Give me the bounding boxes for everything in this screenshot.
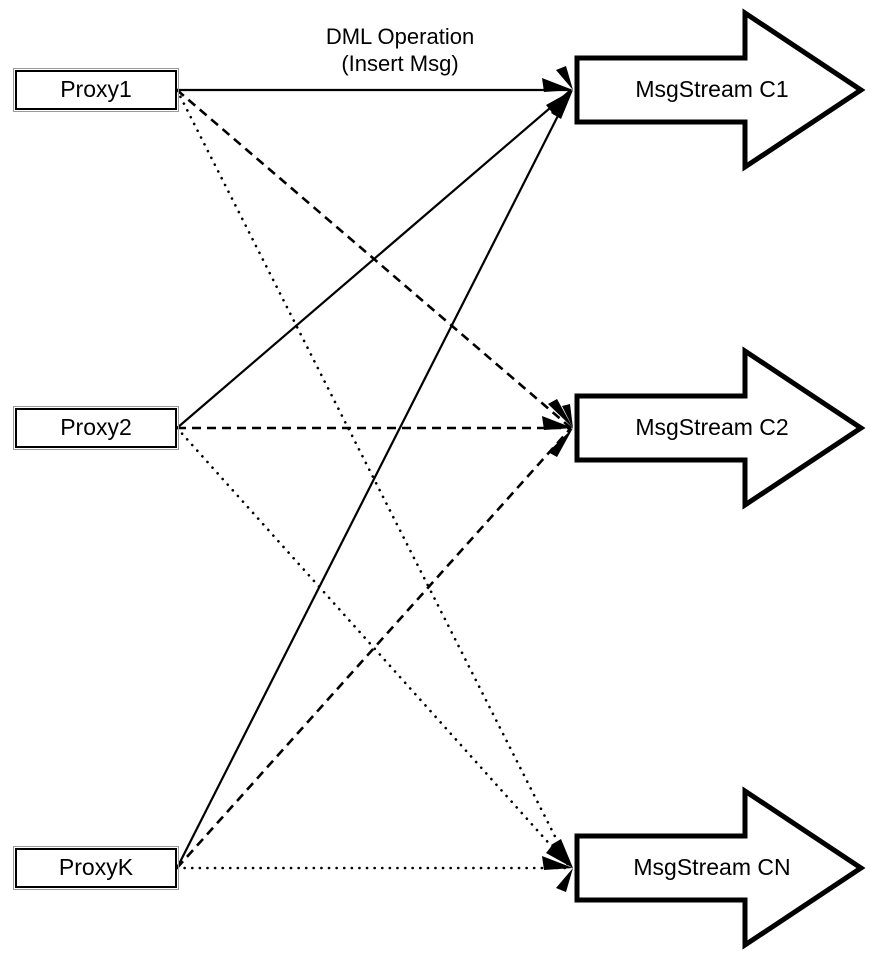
stream-arrow-shape-c2 [574,346,866,510]
arrowhead-stream-c1 [542,66,573,119]
stream-arrow-shape-cn [574,786,866,950]
connection-proxyk-to-stream-c2[interactable] [176,427,572,869]
connection-proxy2-to-stream-cn[interactable] [175,426,573,870]
proxy-node-proxyk[interactable]: ProxyK [13,846,179,890]
stream-node-stream-cn[interactable]: MsgStream CN [574,786,866,950]
arrowhead-stream-cn [542,839,573,892]
proxy-node-proxy2[interactable]: Proxy2 [13,406,179,450]
stream-label-stream-c1: MsgStream C1 [635,76,788,102]
stream-nodes-layer: MsgStream C1 MsgStream C2 MsgStream CN [574,8,866,950]
stream-label-stream-cn: MsgStream CN [633,854,790,880]
stream-label-stream-c2: MsgStream C2 [635,414,788,440]
connection-proxyk-to-stream-c1[interactable] [176,89,572,869]
arrowhead-stream-c2 [542,399,573,457]
stream-node-stream-c1[interactable]: MsgStream C1 [574,8,866,172]
edge-label-dml-operation: DML Operation (Insert Msg) [326,24,474,76]
connection-proxy2-to-stream-c1[interactable] [176,89,572,429]
proxy-label-proxyk: ProxyK [59,854,134,880]
proxy-nodes-layer: Proxy1 Proxy2 ProxyK [13,68,179,890]
connections-layer [175,88,573,870]
arrowheads-layer [542,66,573,892]
edge-label-line-1: DML Operation [326,24,474,49]
proxy-node-proxy1[interactable]: Proxy1 [13,68,179,112]
connection-proxy1-to-stream-cn[interactable] [175,88,573,870]
stream-arrow-shape-c1 [574,8,866,172]
edge-label-line-2: (Insert Msg) [341,51,458,76]
stream-node-stream-c2[interactable]: MsgStream C2 [574,346,866,510]
proxy-label-proxy2: Proxy2 [60,414,132,440]
proxy-label-proxy1: Proxy1 [60,76,132,102]
